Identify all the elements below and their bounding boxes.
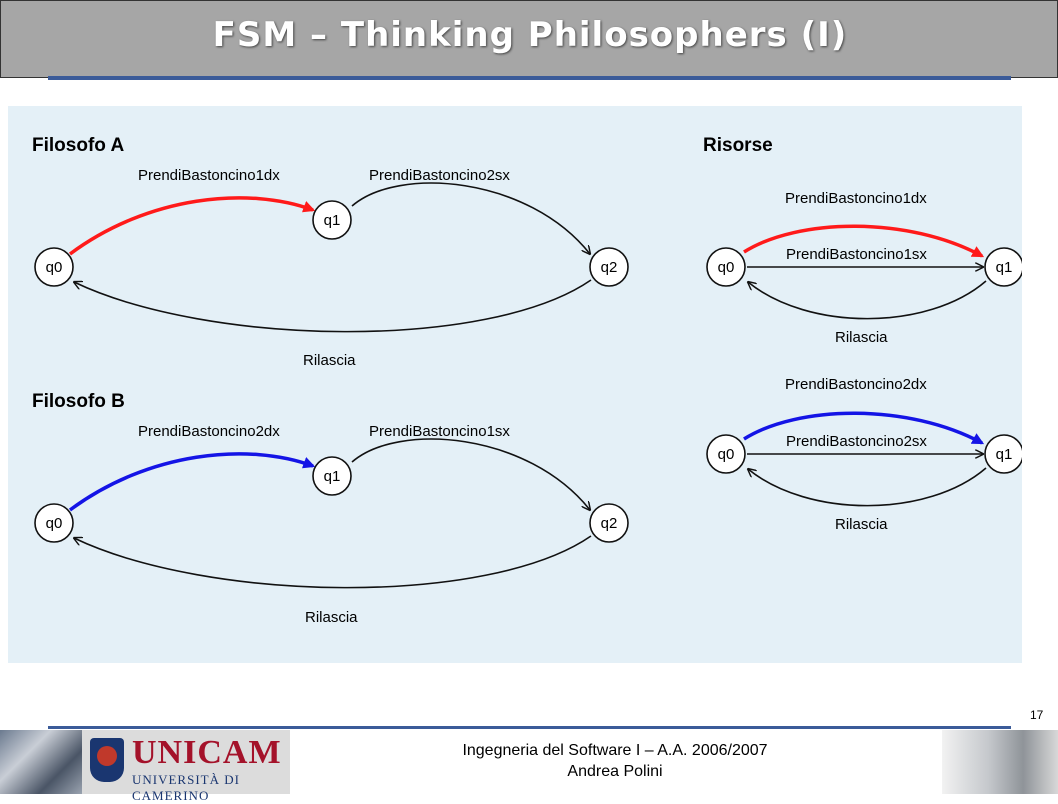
edge-label-a-q1-q2: PrendiBastoncino2sx bbox=[369, 167, 510, 184]
edge-label-r1-sx: PrendiBastoncino1sx bbox=[786, 246, 927, 263]
state-node-b-q0: q0 bbox=[34, 503, 74, 543]
edge-a-q1-q2 bbox=[351, 182, 590, 254]
footer-author-line: Andrea Polini bbox=[567, 763, 663, 780]
state-node-a-q1: q1 bbox=[312, 200, 352, 240]
university-logo-subtext: UNIVERSITÀ DI CAMERINO bbox=[132, 772, 240, 803]
fsm-philosopher-a: PrendiBastoncino1dx PrendiBastoncino2sx … bbox=[34, 167, 629, 369]
edge-label-r2-release: Rilascia bbox=[835, 516, 888, 533]
node-label-r2-q1: q1 bbox=[996, 446, 1013, 463]
node-label-a-q2: q2 bbox=[601, 259, 618, 276]
node-label-r1-q0: q0 bbox=[718, 259, 735, 276]
edge-label-a-q2-q0: Rilascia bbox=[303, 352, 356, 369]
edge-r2-q0-q1-dx bbox=[743, 411, 985, 445]
university-crest-icon bbox=[90, 738, 124, 782]
state-node-a-q0: q0 bbox=[34, 247, 74, 287]
node-label-b-q2: q2 bbox=[601, 515, 618, 532]
footer-course-line: Ingegneria del Software I – A.A. 2006/20… bbox=[462, 742, 768, 759]
fsm-resource-1: PrendiBastoncino1dx PrendiBastoncino1sx … bbox=[706, 190, 1024, 346]
edge-a-q0-q1 bbox=[68, 196, 316, 256]
edge-b-q2-q0 bbox=[74, 535, 592, 589]
edge-label-r2-dx: PrendiBastoncino2dx bbox=[785, 376, 927, 393]
edge-label-r1-release: Rilascia bbox=[835, 329, 888, 346]
edge-r2-q1-q0 bbox=[748, 467, 987, 507]
node-label-r2-q0: q0 bbox=[718, 446, 735, 463]
crest-emblem-icon bbox=[97, 746, 117, 766]
node-label-r1-q1: q1 bbox=[996, 259, 1013, 276]
university-logo-text: UNICAM bbox=[132, 734, 282, 771]
campus-photo-left bbox=[0, 730, 82, 794]
footer-divider bbox=[48, 726, 1011, 729]
fsm-philosopher-b: PrendiBastoncino2dx PrendiBastoncino1sx … bbox=[34, 423, 629, 626]
section-title-philosopher-a: Filosofo A bbox=[32, 135, 124, 156]
campus-photo-right bbox=[942, 730, 1058, 794]
state-node-b-q1: q1 bbox=[312, 456, 352, 496]
page-number: 17 bbox=[1030, 708, 1044, 722]
node-label-a-q0: q0 bbox=[46, 259, 63, 276]
fsm-resource-2: PrendiBastoncino2dx PrendiBastoncino2sx … bbox=[706, 376, 1024, 533]
node-label-b-q0: q0 bbox=[46, 515, 63, 532]
section-title-resources: Risorse bbox=[703, 135, 773, 156]
state-node-r1-q0: q0 bbox=[706, 247, 746, 287]
node-label-b-q1: q1 bbox=[324, 468, 341, 485]
edge-a-q2-q0 bbox=[74, 279, 592, 333]
state-node-a-q2: q2 bbox=[589, 247, 629, 287]
edge-label-r1-dx: PrendiBastoncino1dx bbox=[785, 190, 927, 207]
footer-logo-area: UNICAM UNIVERSITÀ DI CAMERINO bbox=[0, 730, 290, 803]
edge-r1-q1-q0 bbox=[748, 280, 987, 320]
title-divider bbox=[48, 76, 1011, 80]
edge-r1-q0-q1-dx bbox=[743, 224, 985, 258]
edge-b-q0-q1 bbox=[68, 452, 316, 512]
fsm-diagram: Filosofo A Filosofo B Risorse PrendiBast… bbox=[32, 135, 1024, 626]
state-node-r1-q1: q1 bbox=[984, 247, 1024, 287]
slide-title: FSM – Thinking Philosophers (I) bbox=[212, 15, 848, 55]
title-bar: FSM – Thinking Philosophers (I) bbox=[0, 0, 1058, 78]
edge-b-q1-q2 bbox=[351, 438, 590, 510]
edge-label-b-q1-q2: PrendiBastoncino1sx bbox=[369, 423, 510, 440]
diagram-panel: Filosofo A Filosofo B Risorse PrendiBast… bbox=[8, 106, 1024, 663]
edge-label-a-q0-q1: PrendiBastoncino1dx bbox=[138, 167, 280, 184]
edge-label-b-q0-q1: PrendiBastoncino2dx bbox=[138, 423, 280, 440]
footer-text: Ingegneria del Software I – A.A. 2006/20… bbox=[290, 740, 940, 782]
state-node-b-q2: q2 bbox=[589, 503, 629, 543]
state-node-r2-q1: q1 bbox=[984, 434, 1024, 474]
edge-label-r2-sx: PrendiBastoncino2sx bbox=[786, 433, 927, 450]
section-title-philosopher-b: Filosofo B bbox=[32, 391, 125, 412]
state-node-r2-q0: q0 bbox=[706, 434, 746, 474]
edge-label-b-q2-q0: Rilascia bbox=[305, 609, 358, 626]
node-label-a-q1: q1 bbox=[324, 212, 341, 229]
